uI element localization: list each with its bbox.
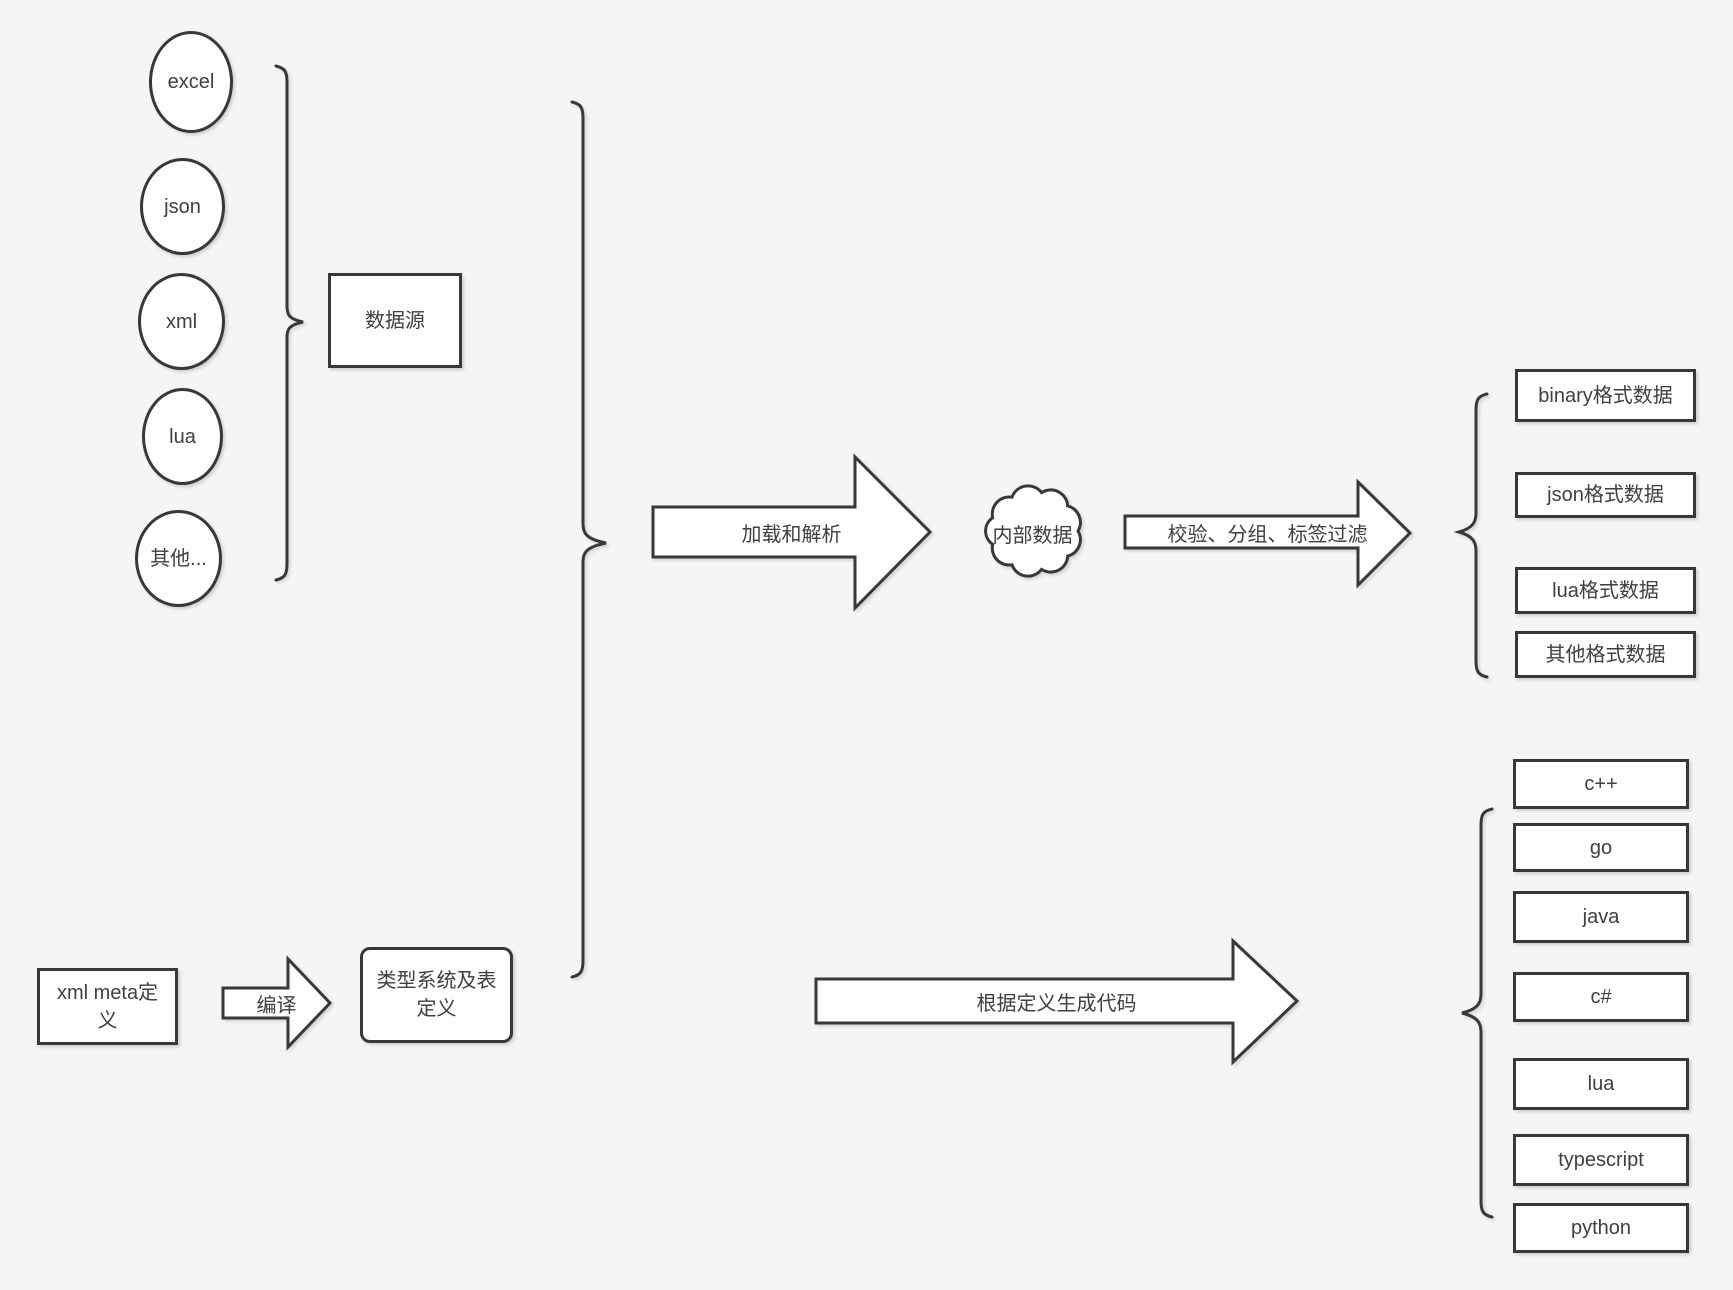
source-node-json: json xyxy=(140,158,225,255)
codegen-arrow-shape xyxy=(814,937,1300,1066)
format-box-binary: binary格式数据 xyxy=(1515,369,1696,422)
languages-brace xyxy=(1461,807,1494,1219)
language-box-lua: lua xyxy=(1513,1058,1689,1110)
source-node-xml: xml xyxy=(138,273,225,370)
datasource-box: 数据源 xyxy=(328,273,462,368)
format-box-lua: lua格式数据 xyxy=(1515,567,1696,614)
source-node-lua: lua xyxy=(142,388,223,485)
language-box-cpp: c++ xyxy=(1513,759,1689,809)
format-box-json: json格式数据 xyxy=(1515,472,1696,518)
language-box-typescript: typescript xyxy=(1513,1134,1689,1186)
type-system-box: 类型系统及表定义 xyxy=(360,947,513,1043)
language-box-csharp: c# xyxy=(1513,972,1689,1022)
load-arrow-shape xyxy=(651,453,933,612)
language-box-go: go xyxy=(1513,823,1689,872)
language-box-python: python xyxy=(1513,1203,1689,1253)
formats-brace xyxy=(1453,392,1489,679)
format-box-other: 其他格式数据 xyxy=(1515,631,1696,678)
language-box-java: java xyxy=(1513,891,1689,943)
internal-data-cloud-shape xyxy=(984,484,1082,578)
source-node-other: 其他... xyxy=(135,510,222,607)
compile-arrow-shape xyxy=(221,955,333,1051)
pipeline-input-brace xyxy=(570,100,607,979)
source-node-excel: excel xyxy=(149,31,233,133)
sources-brace xyxy=(274,64,304,582)
filter-arrow-shape xyxy=(1123,478,1413,589)
xml-meta-box: xml meta定义 xyxy=(37,968,178,1045)
